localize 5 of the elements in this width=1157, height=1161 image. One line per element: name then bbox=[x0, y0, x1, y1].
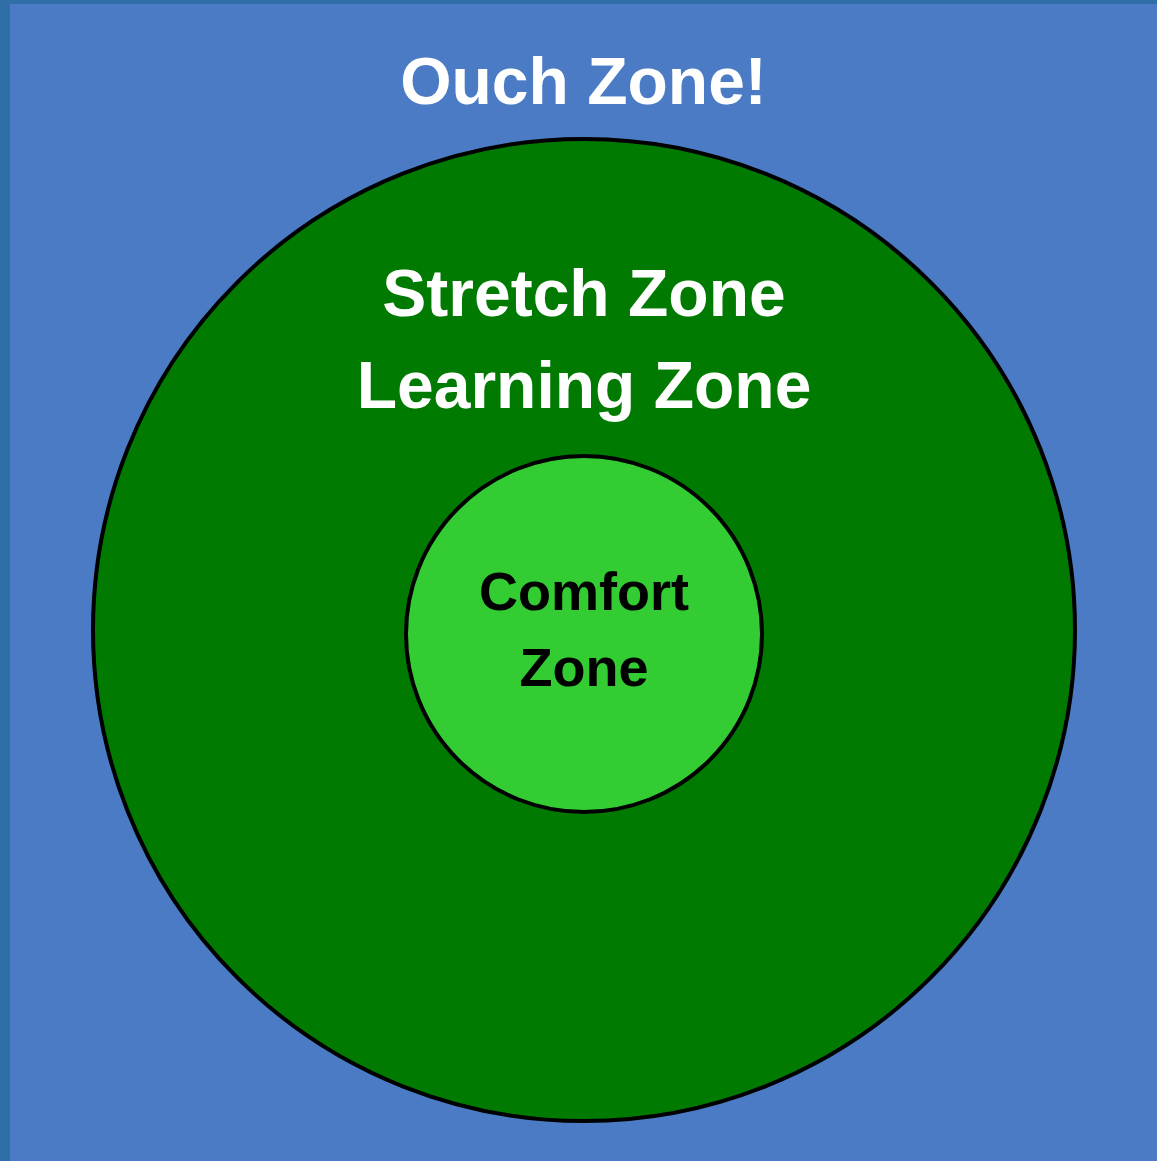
zone-label: Comfort Zone bbox=[478, 560, 690, 699]
zone-label: Ouch Zone! bbox=[399, 43, 768, 120]
zone-background bbox=[10, 4, 1157, 1161]
zone-label: Learning Zone bbox=[355, 347, 813, 424]
zone-label: Stretch Zone bbox=[381, 255, 787, 332]
